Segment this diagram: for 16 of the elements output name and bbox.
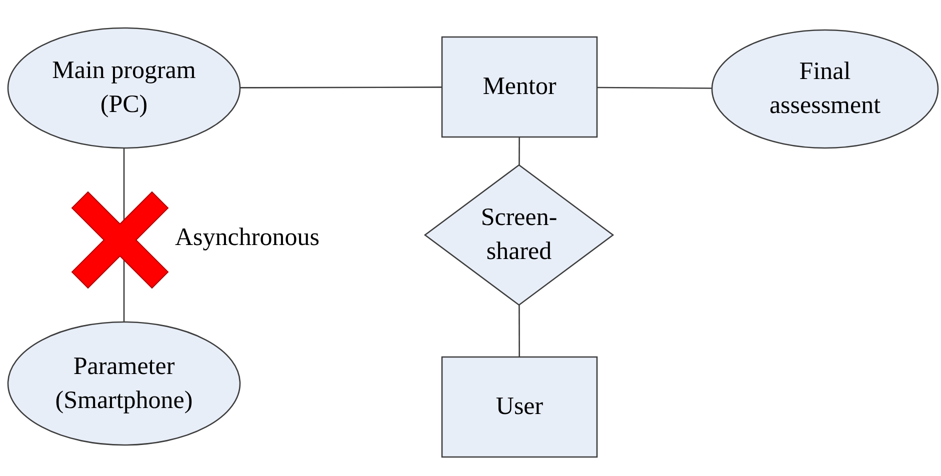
ellipse-node <box>8 28 240 148</box>
connector-line <box>518 304 520 357</box>
node-label: Final assessment <box>768 57 882 121</box>
node-label: Screen-shared <box>480 203 558 267</box>
process-box <box>442 357 597 457</box>
node-label: User <box>496 392 544 422</box>
process-box <box>442 37 597 137</box>
node-label: Main program (PC) <box>51 56 197 120</box>
node-label: Mentor <box>482 72 556 102</box>
ellipse-node <box>712 30 938 148</box>
decision-diamond <box>425 165 613 305</box>
connector-line <box>597 86 712 89</box>
ellipse-node <box>8 322 240 445</box>
connector-line <box>240 86 442 88</box>
connector-line <box>518 137 520 166</box>
node-label: Parameter (Smartphone) <box>54 352 194 416</box>
